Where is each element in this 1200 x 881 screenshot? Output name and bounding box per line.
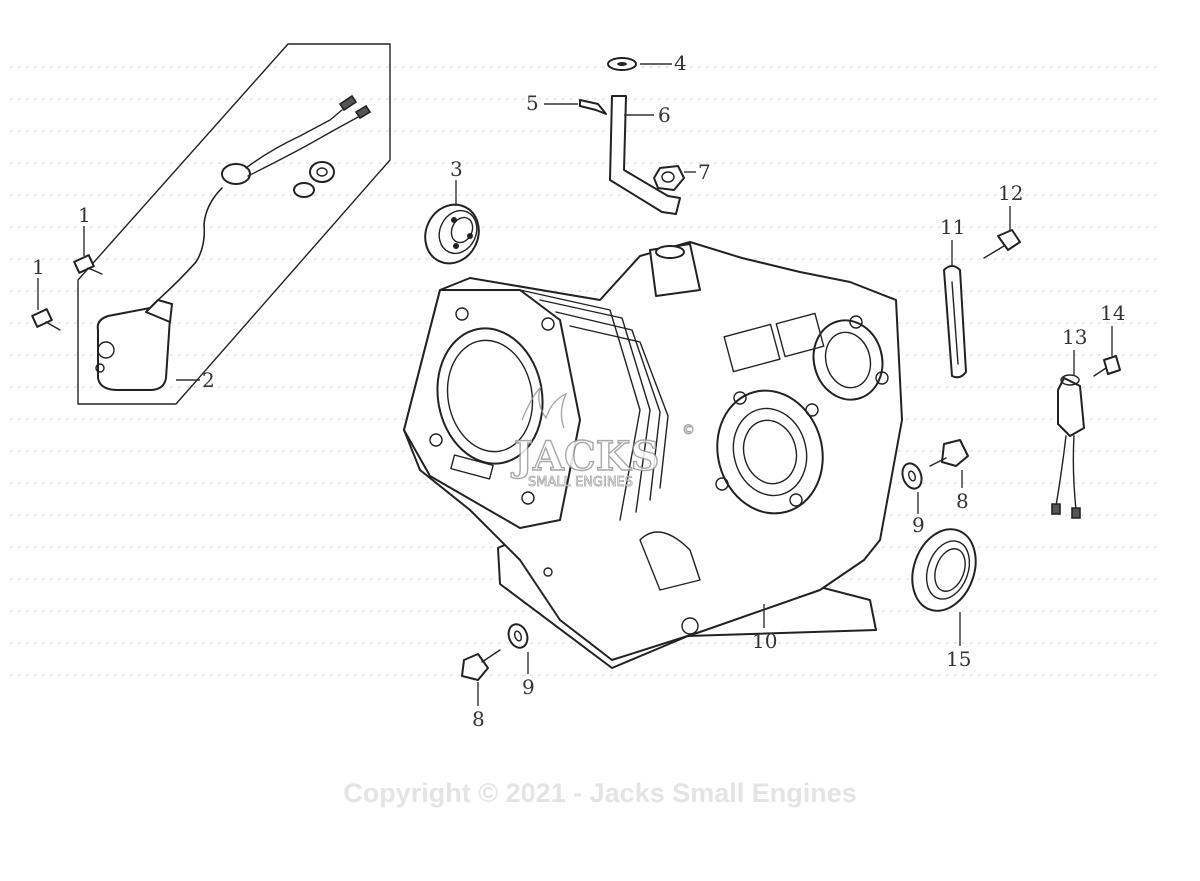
callout-9b: 9 [522, 675, 535, 699]
callout-labels: 1 1 2 3 4 5 6 7 8 8 9 9 10 11 12 13 14 1… [32, 51, 1125, 731]
callout-9a: 9 [912, 513, 925, 537]
callout-4: 4 [674, 51, 687, 75]
gauge-plate-part-11 [943, 265, 967, 379]
bolt-part-1b [31, 308, 61, 331]
governor-arm-part-6 [609, 95, 681, 215]
leader-lines [37, 63, 1113, 706]
oil-sensor-assembly [77, 43, 391, 405]
screw-part-14 [1093, 355, 1121, 377]
oil-seal-part-15 [911, 528, 977, 612]
watermark-subtitle: SMALL ENGINES [528, 475, 633, 490]
callout-8a: 8 [956, 489, 969, 513]
washer-part-9-lower [507, 623, 529, 649]
bearing-part-3 [424, 203, 480, 265]
callout-13: 13 [1062, 325, 1087, 349]
callout-7: 7 [698, 160, 711, 184]
callout-15: 15 [946, 647, 971, 671]
washer-part-9-right [901, 462, 923, 490]
callout-1b: 1 [32, 255, 45, 279]
callout-10: 10 [752, 629, 777, 653]
ignition-module-part-13 [1051, 374, 1085, 519]
callout-8b: 8 [472, 707, 485, 731]
clip-part-5 [579, 99, 607, 115]
callout-12: 12 [998, 181, 1023, 205]
watermark-registered-mark: © [682, 423, 695, 438]
crankcase-part-10 [403, 241, 903, 669]
bolt-part-1a [73, 254, 103, 275]
callout-5: 5 [526, 91, 539, 115]
nut-part-7 [653, 165, 685, 191]
callout-2: 2 [202, 368, 215, 392]
washer-part-4 [607, 57, 637, 71]
bolt-part-8-right [929, 439, 969, 467]
bolt-part-12 [983, 229, 1021, 259]
callout-3: 3 [450, 157, 463, 181]
bolt-part-8-lower [461, 649, 501, 681]
watermark-brand: JACKS [511, 433, 659, 480]
callout-1a: 1 [78, 203, 91, 227]
callout-11: 11 [940, 215, 965, 239]
callout-6: 6 [658, 103, 671, 127]
jacks-watermark-logo: JACKS SMALL ENGINES © [510, 385, 695, 490]
callout-14: 14 [1100, 301, 1125, 325]
copyright-notice: Copyright © 2021 - Jacks Small Engines [343, 778, 857, 808]
